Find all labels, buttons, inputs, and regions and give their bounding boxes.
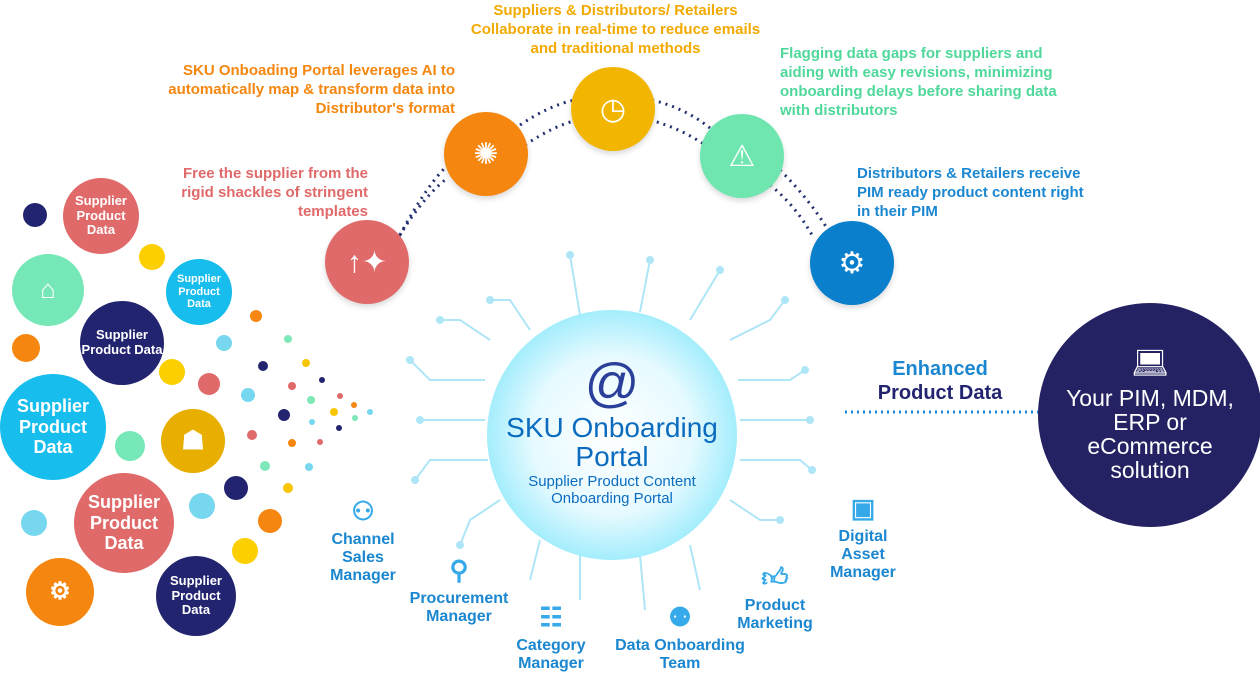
role-label: Product Marketing	[737, 597, 813, 632]
supplier-data-bubble: Supplier Product Data	[156, 556, 236, 636]
dot	[224, 476, 248, 500]
dot	[23, 203, 47, 227]
target-system: 💻︎ Your PIM, MDM, ERP or eCommerce solut…	[1038, 303, 1260, 527]
role-label: Digital Asset Manager	[830, 528, 896, 581]
supplier-boxes-icon: ☗	[161, 409, 225, 473]
org-hierarchy-icon: ⌂	[12, 254, 84, 326]
role-category: ☷ Category Manager	[505, 603, 597, 673]
person-box-icon: ⚲	[449, 555, 469, 585]
dot	[189, 493, 215, 519]
dot	[159, 359, 185, 385]
enhanced-line1: Enhanced	[892, 358, 988, 380]
portal-title: SKU Onboarding Portal	[506, 412, 718, 472]
warning-window-icon: ⚠	[700, 114, 784, 198]
thumbs-up-icon: 👍︎	[761, 562, 789, 592]
dot	[139, 244, 165, 270]
bubble-label: Supplier Product Data	[81, 327, 163, 357]
bubble-label: Supplier Product Data	[74, 192, 127, 238]
upload-sparkle-icon: ↑✦	[325, 220, 409, 304]
target-text: Your PIM, MDM, ERP or eCommerce solution	[1066, 385, 1234, 483]
bubble-label: Supplier Product Data	[169, 572, 222, 618]
supplier-data-bubble: Supplier Product Data	[74, 473, 174, 573]
person-list-icon: ☷	[539, 602, 563, 632]
step-caption: Distributors & Retailers receive PIM rea…	[857, 165, 1084, 220]
step-caption: SKU Onboading Portal leverages AI to aut…	[168, 62, 455, 117]
person-network-icon: ⚇	[351, 496, 375, 526]
team-distribution-icon: ⚙	[26, 558, 94, 626]
supplier-data-bubble: Supplier Product Data	[63, 178, 139, 254]
spiral-logo-icon: @	[584, 353, 640, 413]
supplier-data-bubble: Supplier Product Data	[80, 301, 164, 385]
bubble-label: Supplier Product Data	[87, 491, 160, 554]
role-data-onboarding: ⚉ Data Onboarding Team	[605, 603, 755, 673]
dot	[198, 373, 220, 395]
sku-portal-hub: @ SKU Onboarding Portal Supplier Product…	[487, 310, 737, 560]
dot	[258, 509, 282, 533]
bubble-label: Supplier Product Data	[16, 395, 89, 458]
ai-brain-icon: ✺	[444, 112, 528, 196]
role-channel-sales: ⚇ Channel Sales Manager	[318, 497, 408, 585]
role-digital-asset: ▣ Digital Asset Manager	[818, 494, 908, 582]
role-label: Procurement Manager	[409, 590, 509, 625]
laptop-icon: 💻︎	[1130, 347, 1170, 380]
supplier-data-bubble: Supplier Product Data	[166, 259, 232, 325]
bubble-label: Supplier Product Data	[176, 273, 221, 311]
portal-subtitle: Supplier Product Content Onboarding Port…	[528, 473, 696, 507]
dot	[21, 510, 47, 536]
dot	[115, 431, 145, 461]
role-procurement: ⚲ Procurement Manager	[400, 556, 518, 626]
role-label: Data Onboarding Team	[615, 637, 745, 672]
team-icon: ⚉	[668, 602, 692, 632]
role-label: Category Manager	[516, 637, 586, 672]
role-label: Channel Sales Manager	[330, 531, 396, 584]
enhanced-line2: Product Data	[877, 382, 1003, 404]
step-caption: Free the supplier from the rigid shackle…	[181, 165, 368, 220]
supplier-data-bubble: Supplier Product Data	[0, 374, 106, 480]
step-caption: Suppliers & Distributors/ Retailers Coll…	[470, 2, 761, 57]
gear-hand-icon: ⚙	[810, 221, 894, 305]
role-product-marketing: 👍︎ Product Marketing	[725, 563, 825, 633]
step-caption: Flagging data gaps for suppliers and aid…	[780, 45, 1057, 119]
person-media-icon: ▣	[850, 493, 876, 523]
clock-sync-icon: ◷	[571, 67, 655, 151]
scatter-dots	[216, 310, 373, 493]
dot	[12, 334, 40, 362]
enhanced-label: Enhanced Product Data	[870, 357, 1010, 405]
dot	[232, 538, 258, 564]
